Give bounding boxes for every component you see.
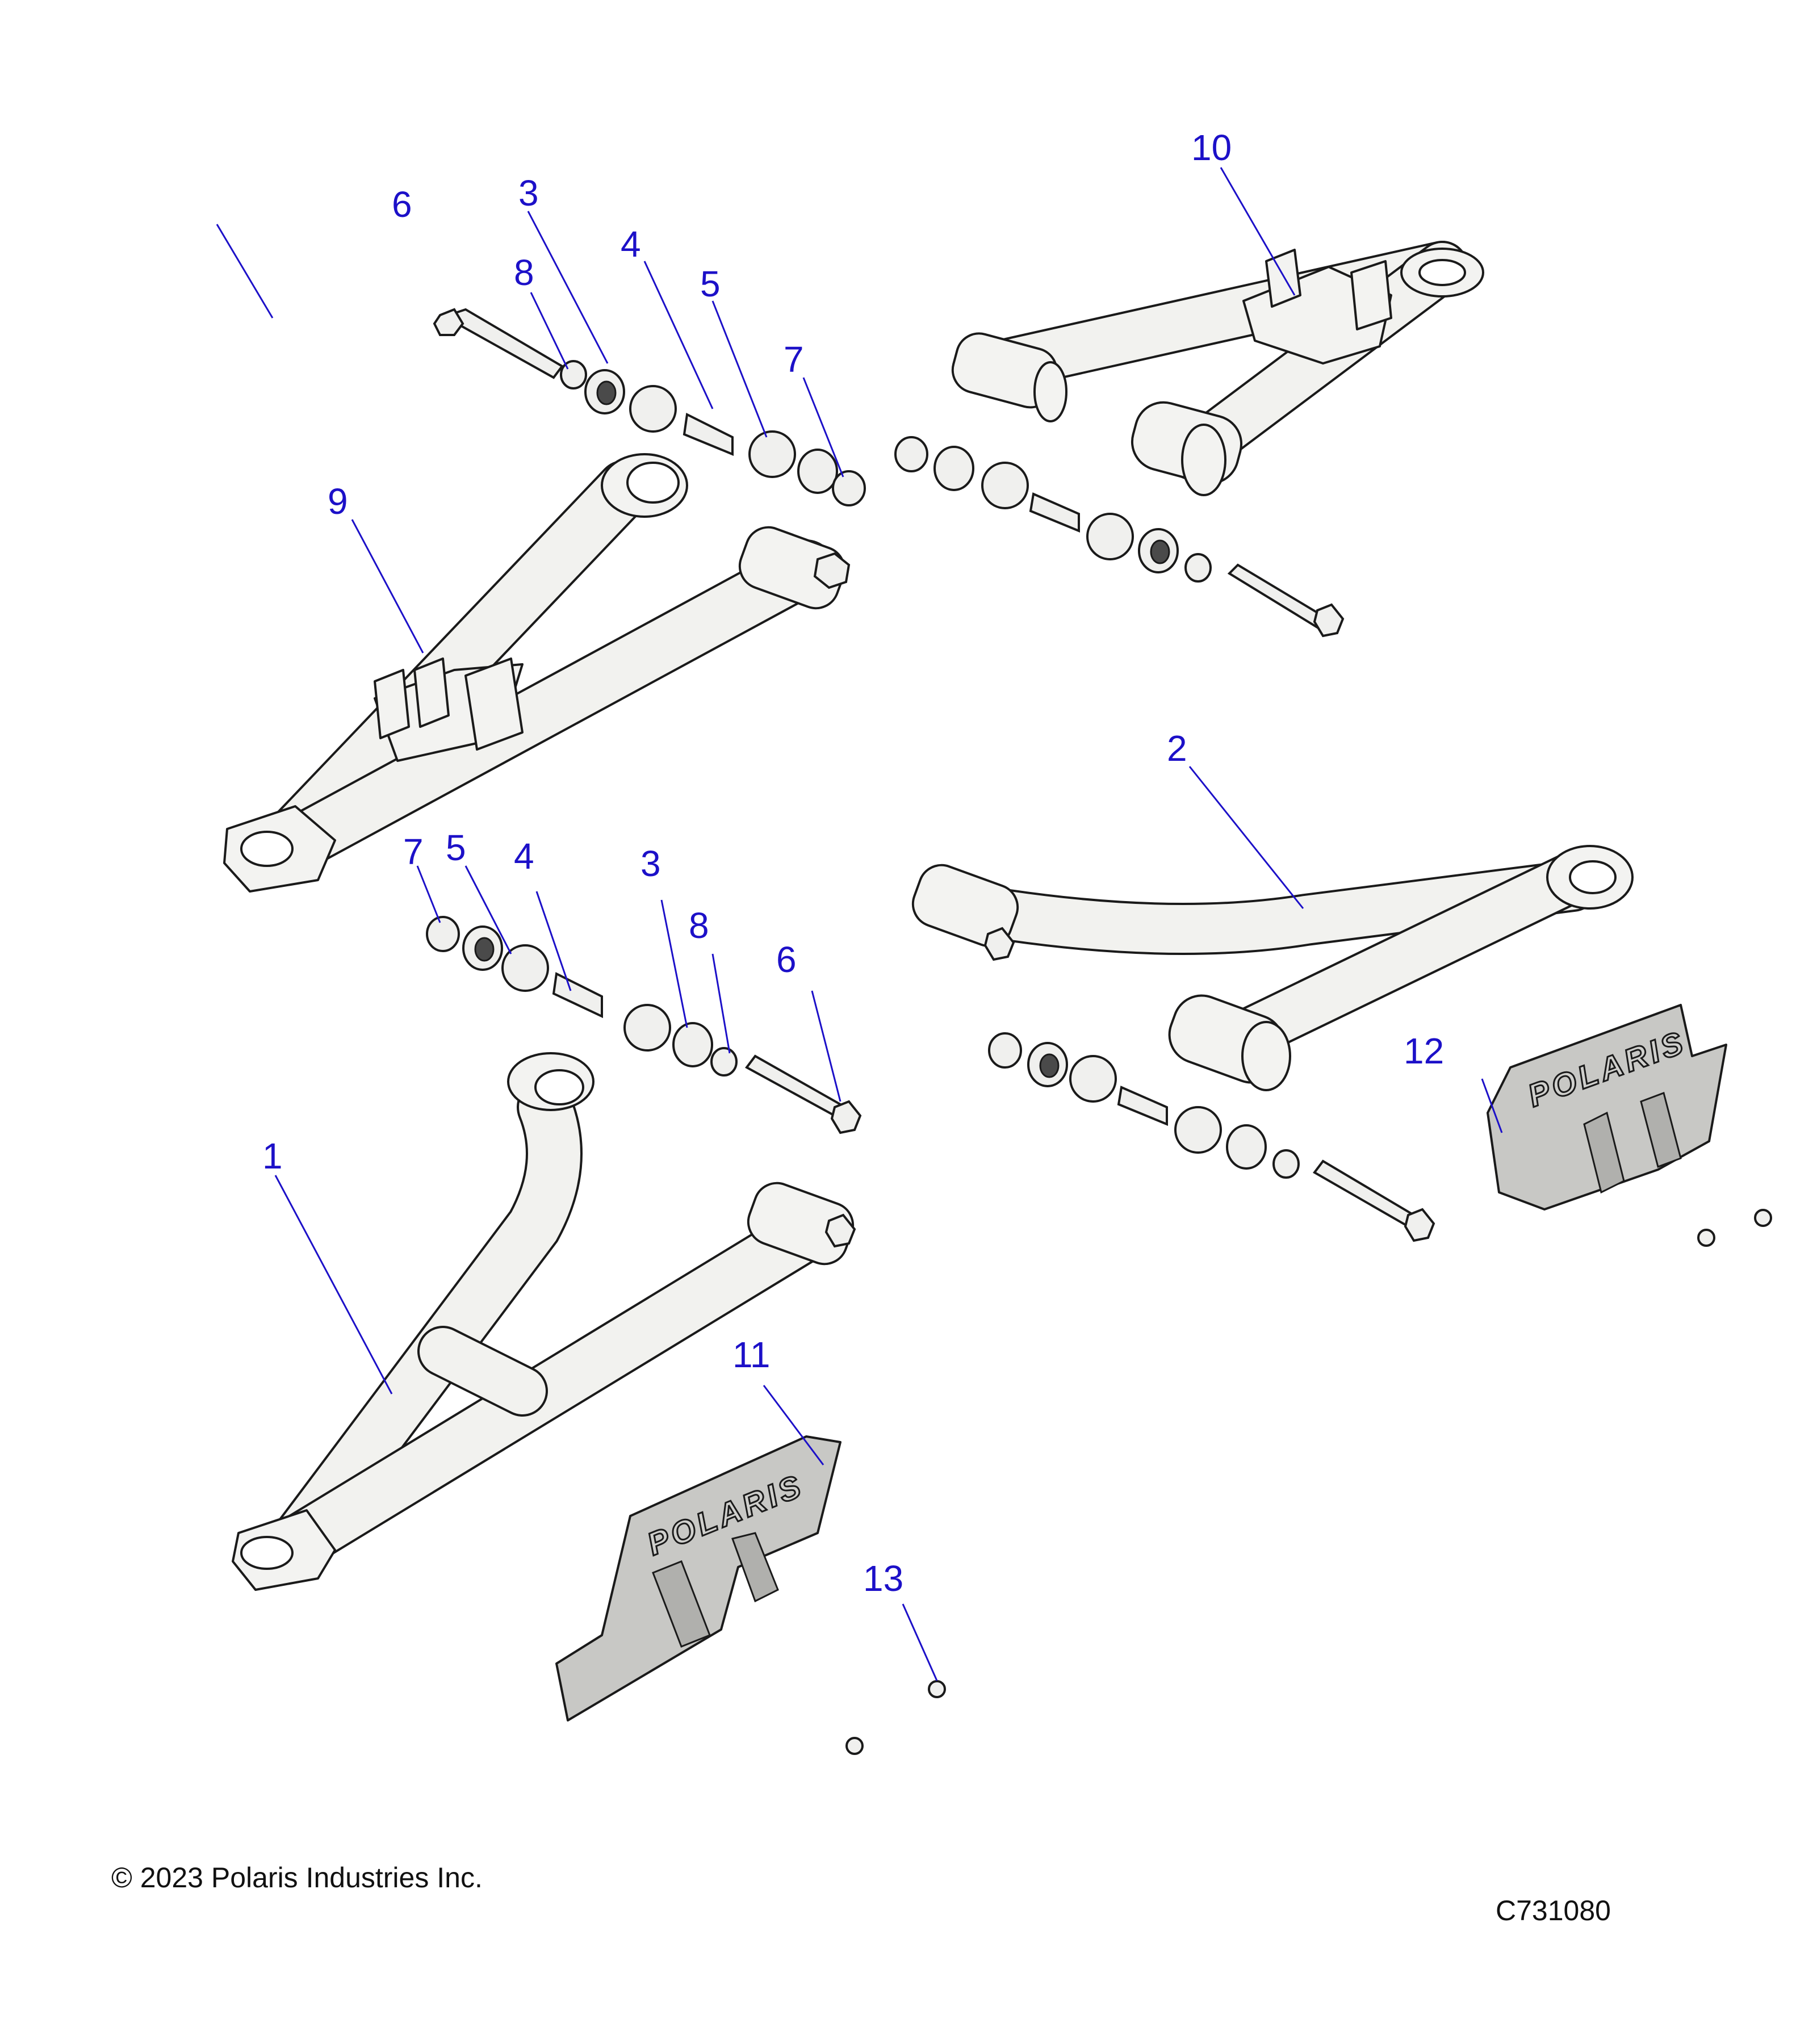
- leader-lines: [216, 167, 1503, 1681]
- callout-6-lower: 6: [776, 939, 797, 980]
- part-12-fasteners: [1697, 1209, 1772, 1247]
- drawing-number: C731080: [1496, 1895, 1611, 1926]
- callout-7-upper: 7: [784, 339, 804, 380]
- callout-6-upper: 6: [392, 184, 412, 225]
- callout-8-upper: 8: [514, 252, 534, 293]
- callout-3-lower: 3: [640, 843, 661, 884]
- part-1-lower-a-arm-left: [232, 1052, 856, 1591]
- callout-3-upper: 3: [518, 173, 539, 213]
- callout-2: 2: [1167, 728, 1187, 769]
- callout-5-lower: 5: [446, 827, 466, 868]
- callout-12: 12: [1404, 1031, 1444, 1071]
- callout-1: 1: [262, 1136, 283, 1176]
- callout-13: 13: [863, 1558, 903, 1599]
- callout-10: 10: [1191, 127, 1232, 168]
- lower-right-hardware-stack: [988, 1032, 1435, 1242]
- part-10-upper-a-arm-right: [951, 241, 1484, 496]
- callout-4-lower: 4: [514, 836, 534, 877]
- part-9-upper-a-arm-left: [223, 453, 851, 893]
- callout-9: 9: [328, 481, 348, 522]
- part-13-fasteners: [845, 1680, 946, 1755]
- copyright-notice: © 2023 Polaris Industries Inc.: [111, 1862, 483, 1894]
- callout-11: 11: [732, 1334, 770, 1375]
- part-12-guard-right: POLARIS: [1487, 1004, 1727, 1211]
- lower-left-hardware-stack: [426, 916, 862, 1134]
- callout-7-lower: 7: [403, 831, 424, 872]
- part-2-lower-a-arm-right: [911, 845, 1634, 1091]
- callout-4-upper: 4: [621, 224, 641, 265]
- callout-8-lower: 8: [689, 905, 709, 946]
- part-11-guard-left: POLARIS: [555, 1435, 841, 1722]
- callout-labels: 10 6 3 8 4 5 7 9 2 7 5 4 3 8 6 1 12 11 1…: [262, 127, 1444, 1599]
- upper-right-hardware-stack: [894, 436, 1345, 638]
- callout-5-upper: 5: [700, 263, 721, 304]
